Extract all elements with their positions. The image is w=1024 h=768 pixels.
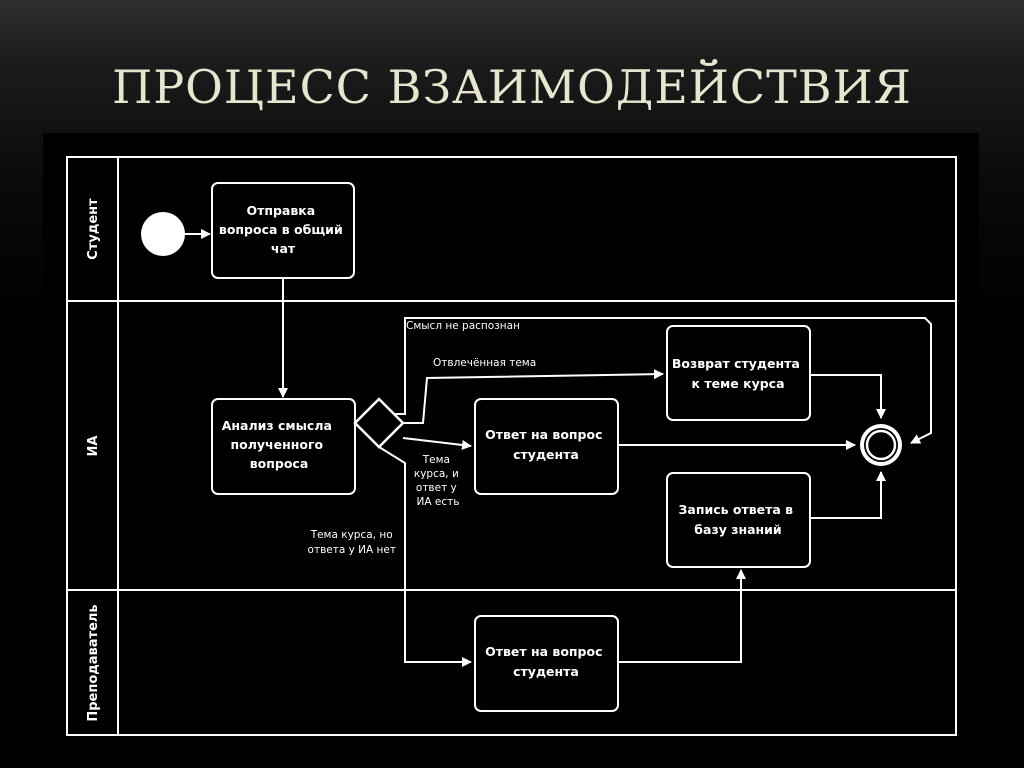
- flow-label-line: ответа у ИА нет: [308, 544, 396, 556]
- flow-teacher-to-save: [618, 569, 746, 663]
- svg-text:Ответ на вопрос студ: Ответ на вопрос студента: [485, 644, 607, 679]
- task-line: Анализ смысла: [222, 418, 332, 433]
- task-line: к теме курса: [691, 376, 784, 391]
- flow-label-line: Тема: [422, 454, 450, 466]
- slide-title: ПРОЦЕСС ВЗАИМОДЕЙСТВИЯ: [112, 60, 912, 114]
- svg-text:Запись ответа в базу: Запись ответа в базу знаний: [679, 502, 798, 537]
- start-event: [141, 212, 185, 256]
- flow-label-line: курса, и: [414, 468, 459, 480]
- flow-label-line: Тема курса, но: [310, 529, 393, 541]
- svg-text:Возврат студента к т: Возврат студента к теме курса: [672, 356, 804, 391]
- label-not-recognized: Смысл не распознан: [406, 320, 520, 332]
- diagram-panel: Студент ИА Преподаватель Отправка вопрос…: [43, 133, 979, 753]
- flow-off-topic: [403, 369, 664, 424]
- process-diagram: Студент ИА Преподаватель Отправка вопрос…: [66, 156, 957, 736]
- svg-text:Отправка вопроса в о: Отправка вопроса в общий чат: [219, 203, 347, 256]
- lane-label-teacher: Преподаватель: [86, 604, 101, 721]
- task-line: полученного: [231, 437, 324, 452]
- label-course-has-answer: Тема курса, и ответ у ИА есть: [414, 454, 462, 508]
- task-return-student: Возврат студента к теме курса: [666, 325, 811, 421]
- svg-text:Ответ на вопрос студ: Ответ на вопрос студента: [485, 427, 607, 462]
- task-analyze: Анализ смысла полученного вопроса: [211, 398, 356, 495]
- task-line: студента: [513, 664, 579, 679]
- flow-course-no-answer: [378, 446, 472, 667]
- task-line: вопроса: [250, 456, 309, 471]
- task-line: Запись ответа в: [679, 502, 794, 517]
- lane-label-ai: ИА: [86, 436, 101, 457]
- task-line: Возврат студента: [672, 356, 800, 371]
- label-off-topic: Отвлечённая тема: [433, 357, 536, 369]
- flow-label-line: ответ у: [416, 482, 457, 494]
- task-send-question: Отправка вопроса в общий чат: [211, 182, 355, 279]
- task-line: студента: [513, 447, 579, 462]
- task-line: Ответ на вопрос: [485, 644, 602, 659]
- svg-text:Анализ смысла получе: Анализ смысла полученного вопроса: [222, 418, 337, 471]
- task-line: Ответ на вопрос: [485, 427, 602, 442]
- flow-return-to-end: [810, 374, 886, 419]
- task-line: Отправка: [246, 203, 315, 218]
- task-line: вопроса в общий: [219, 222, 343, 237]
- flow-course-has-answer: [402, 437, 472, 450]
- task-line: базу знаний: [694, 522, 781, 537]
- task-ai-answer: Ответ на вопрос студента: [474, 398, 619, 495]
- lane-label-student: Студент: [86, 198, 101, 260]
- flow-save-to-end: [810, 471, 886, 519]
- task-teacher-answer: Ответ на вопрос студента: [474, 615, 619, 712]
- flow-label-line: ИА есть: [417, 496, 460, 508]
- end-event: [860, 424, 902, 466]
- task-line: чат: [271, 241, 296, 256]
- task-save-answer: Запись ответа в базу знаний: [666, 472, 811, 568]
- label-course-no-answer: Тема курса, но ответа у ИА нет: [308, 529, 396, 556]
- flow-not-recognized: [394, 317, 932, 444]
